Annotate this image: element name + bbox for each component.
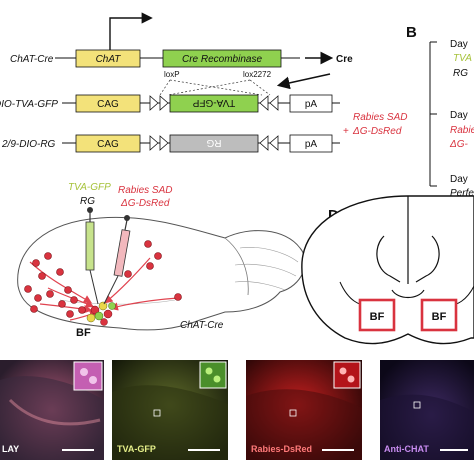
- row3-label: 2/9-DIO-RG: [1, 139, 56, 150]
- row2-pa-label: pA: [305, 99, 318, 110]
- panel-d-coronal-section: D BF BF: [301, 195, 474, 345]
- lox2272-label: lox2272: [243, 70, 272, 79]
- bf-box-right: [420, 298, 458, 332]
- promoter-arrow: [109, 12, 153, 50]
- row3-cag-box: [75, 134, 141, 153]
- timeline-item-7: Day: [450, 174, 468, 185]
- panel-b-timeline: B Day TVA RG Day Rabie ΔG- Day Perfe: [406, 24, 474, 199]
- row2-pa-box: [289, 94, 333, 113]
- timeline-item-6: ΔG-: [449, 139, 468, 150]
- c-rabies-label-line2: ΔG-DsRed: [120, 198, 170, 209]
- row3-pa-box: [289, 134, 333, 153]
- micrograph-label-overlay: LAY: [2, 444, 19, 454]
- row3-cag-label: CAG: [97, 139, 119, 150]
- c-rg-label: RG: [80, 196, 95, 207]
- c-chat-cre-label: ChAT-Cre: [180, 320, 224, 331]
- timeline-item-3: RG: [453, 68, 468, 79]
- bf-box-left: [358, 298, 396, 332]
- timeline-item-8: Perfe: [450, 188, 474, 199]
- syringe-tva-gfp: [85, 207, 99, 305]
- row2-insert-label: TVA-GFP: [192, 97, 235, 108]
- cre-box: [162, 49, 282, 68]
- micrograph-label-tva-gfp: TVA-GFP: [117, 444, 156, 454]
- timeline-item-5: Rabie: [450, 125, 474, 136]
- c-rabies-label-line1: Rabies SAD: [118, 185, 172, 196]
- micrograph-row: LAY TVA-GFP Rabies-DsRed: [0, 360, 474, 460]
- micrograph-tva-gfp: TVA-GFP: [112, 360, 228, 460]
- d-bf-left-label: BF: [370, 311, 385, 323]
- chat-box-label: ChAT: [96, 54, 122, 65]
- micrograph-label-rabies-dsred: Rabies-DsRed: [251, 444, 312, 454]
- micrograph-overlay: LAY: [0, 360, 104, 460]
- micrograph-rabies-dsred: Rabies-DsRed: [246, 360, 362, 460]
- c-tva-gfp-label: TVA-GFP: [68, 182, 111, 193]
- cre-box-label: Cre Recombinase: [182, 54, 262, 65]
- recombination-arrow: [276, 73, 331, 90]
- row2-cag-box: [75, 94, 141, 113]
- rabies-label-line2: ΔG-DsRed: [352, 126, 402, 137]
- cre-output-label: Cre: [336, 54, 353, 65]
- loxp-label: loxP: [164, 70, 180, 79]
- row2-label: DIO-TVA-GFP: [0, 99, 58, 110]
- rabies-label-line1: Rabies SAD: [353, 112, 407, 123]
- chat-box: [75, 49, 141, 68]
- row3-insert-label: RG: [206, 137, 221, 148]
- panel-a-constructs: ChAT-Cre ChAT Cre Recombinase Cre loxP l…: [0, 12, 407, 153]
- timeline-item-1: Day: [450, 39, 468, 50]
- row2-insert-box: [169, 94, 259, 113]
- d-bf-right-label: BF: [432, 311, 447, 323]
- panel-b-letter: B: [406, 24, 417, 41]
- c-bf-label: BF: [76, 327, 91, 339]
- injection-site-cluster: [86, 301, 116, 326]
- row1-label: ChAT-Cre: [10, 54, 54, 65]
- panel-c-injection-schematic: TVA-GFP RG Rabies SAD ΔG-DsRed BF ChAT-C…: [17, 182, 306, 339]
- timeline-item-4: Day: [450, 110, 468, 121]
- row3-insert-box: [169, 134, 259, 153]
- timeline-item-2: TVA: [453, 53, 472, 64]
- row2-cag-label: CAG: [97, 99, 119, 110]
- syringe-rabies: [103, 215, 131, 305]
- micrograph-anti-chat: Anti-CHAT: [380, 360, 474, 460]
- row3-pa-label: pA: [305, 139, 318, 150]
- micrograph-label-anti-chat: Anti-CHAT: [384, 444, 429, 454]
- plus-sign: +: [343, 126, 349, 137]
